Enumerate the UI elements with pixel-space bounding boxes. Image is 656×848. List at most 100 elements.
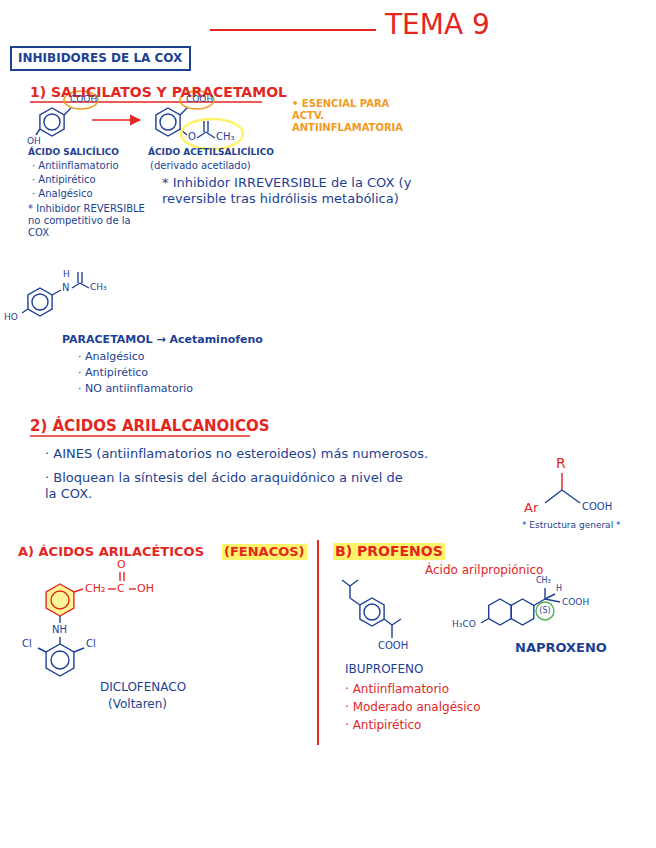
- note-text: * Estructura general *: [522, 520, 621, 531]
- benzene-ring: [360, 598, 384, 626]
- aromatic-circle: [51, 651, 69, 669]
- note-text: Ácido arilpropiónico: [425, 563, 543, 577]
- note-text: 1) SALICILATOS Y PARACETAMOL: [30, 84, 287, 101]
- note-text: * Inhibidor REVERSIBLE no competitivo de…: [28, 203, 153, 239]
- benzene-ring: [28, 288, 52, 316]
- heading-text: INHIBIDORES DE LA COX: [18, 51, 183, 65]
- structures: [22, 108, 580, 503]
- bond: [129, 588, 136, 589]
- note-text: · NO antiinflamatorio: [78, 382, 193, 395]
- bond: [77, 272, 78, 283]
- reaction-arrow: [92, 119, 140, 121]
- note-text: ÁCIDO ACETILSALICÍLICO: [148, 147, 274, 158]
- note-text: · Antipirético: [345, 718, 421, 732]
- note-text: N: [62, 282, 69, 294]
- chiral-mark: [536, 602, 554, 620]
- note-text: H₃CO: [452, 619, 476, 630]
- structures: [38, 572, 560, 676]
- aromatic-circle: [51, 591, 69, 609]
- note-text: NAPROXENO: [515, 640, 607, 656]
- note-text: DICLOFENACO: [100, 680, 186, 694]
- benzene-ring: [46, 644, 74, 676]
- note-text: · Analgésico: [32, 188, 93, 200]
- bond: [59, 616, 60, 623]
- bond: [350, 586, 360, 605]
- note-text: · Antiinflamatorio: [32, 160, 119, 172]
- bond: [80, 283, 89, 288]
- bond: [481, 619, 489, 624]
- benzene-ring: [46, 584, 74, 616]
- note-text: NH: [52, 624, 67, 636]
- title-rule: [210, 29, 376, 31]
- bond: [545, 594, 555, 599]
- page-title: TEMA 9: [385, 8, 490, 42]
- note-text: PARACETAMOL → Acetaminofeno: [62, 333, 263, 346]
- aromatic-circle: [160, 114, 176, 130]
- bond: [545, 599, 560, 602]
- note-text: OH: [137, 582, 154, 595]
- bond: [206, 132, 215, 138]
- note-text: ÁCIDO SALICÍLICO: [28, 147, 119, 158]
- bond: [350, 580, 358, 586]
- aromatic-circle: [364, 604, 380, 620]
- note-text: COOH: [70, 94, 97, 105]
- note-text: HO: [4, 312, 18, 323]
- bond: [22, 309, 28, 313]
- note-text: · Bloquean la síntesis del ácido araquid…: [45, 470, 405, 501]
- note-text: COOH: [582, 501, 612, 513]
- note-text: R: [556, 455, 566, 472]
- bond: [74, 589, 83, 592]
- note-text: · Analgésico: [78, 350, 145, 363]
- bond: [72, 283, 80, 288]
- bond: [64, 108, 71, 115]
- bond: [561, 473, 562, 490]
- bond: [180, 108, 187, 115]
- bond: [119, 572, 120, 581]
- bond: [342, 580, 350, 586]
- note-text: (Voltaren): [108, 697, 167, 711]
- note-text: A) ÁCIDOS ARILACÉTICOS: [18, 544, 204, 560]
- note-text: COOH: [378, 640, 408, 652]
- note-text: CH₂: [85, 582, 105, 595]
- note-text: COOH: [562, 597, 589, 608]
- note-text: Ar: [524, 500, 538, 516]
- emphasis-circle: [181, 119, 243, 149]
- aromatic-circle: [44, 114, 60, 130]
- note-text: Cl: [22, 638, 32, 650]
- heading-box: INHIBIDORES DE LA COX: [10, 46, 191, 71]
- note-text: H: [63, 269, 70, 280]
- bond: [384, 619, 392, 638]
- note-text: · Antiinflamatorio: [345, 682, 449, 696]
- note-text: O: [188, 131, 196, 143]
- note-text: O: [117, 558, 126, 571]
- note-text: COOH: [186, 94, 213, 105]
- bond: [74, 648, 84, 652]
- note-text: C: [117, 582, 125, 595]
- note-text: (S): [536, 606, 554, 616]
- note-text: · AINES (antiinflamatorios no esteroideo…: [45, 446, 505, 462]
- bond: [59, 637, 60, 644]
- note-text: IBUPROFENO: [345, 662, 423, 676]
- aromatic-circle: [32, 294, 48, 310]
- naphthalene-ring: [489, 599, 512, 625]
- note-text: CH₃: [90, 282, 107, 293]
- note-text: · Antipirético: [32, 174, 96, 186]
- note-text: H: [556, 584, 562, 594]
- heading-underline: [30, 435, 250, 437]
- bond: [36, 129, 40, 135]
- benzene-ring: [40, 108, 64, 136]
- bond: [38, 648, 46, 652]
- bond: [203, 121, 204, 132]
- note-text: * Inhibidor IRREVERSIBLE de la COX (y re…: [162, 175, 442, 206]
- bond: [81, 272, 82, 283]
- note-text: Cl: [86, 638, 96, 650]
- bond: [562, 490, 580, 503]
- note-text: · Moderado analgésico: [345, 700, 481, 714]
- note-text: (derivado acetilado): [150, 160, 251, 172]
- note-text: CH₃: [216, 131, 235, 143]
- bond: [52, 290, 61, 295]
- bond: [545, 490, 562, 503]
- bond: [108, 588, 116, 589]
- naphthalene-ring: [511, 599, 534, 625]
